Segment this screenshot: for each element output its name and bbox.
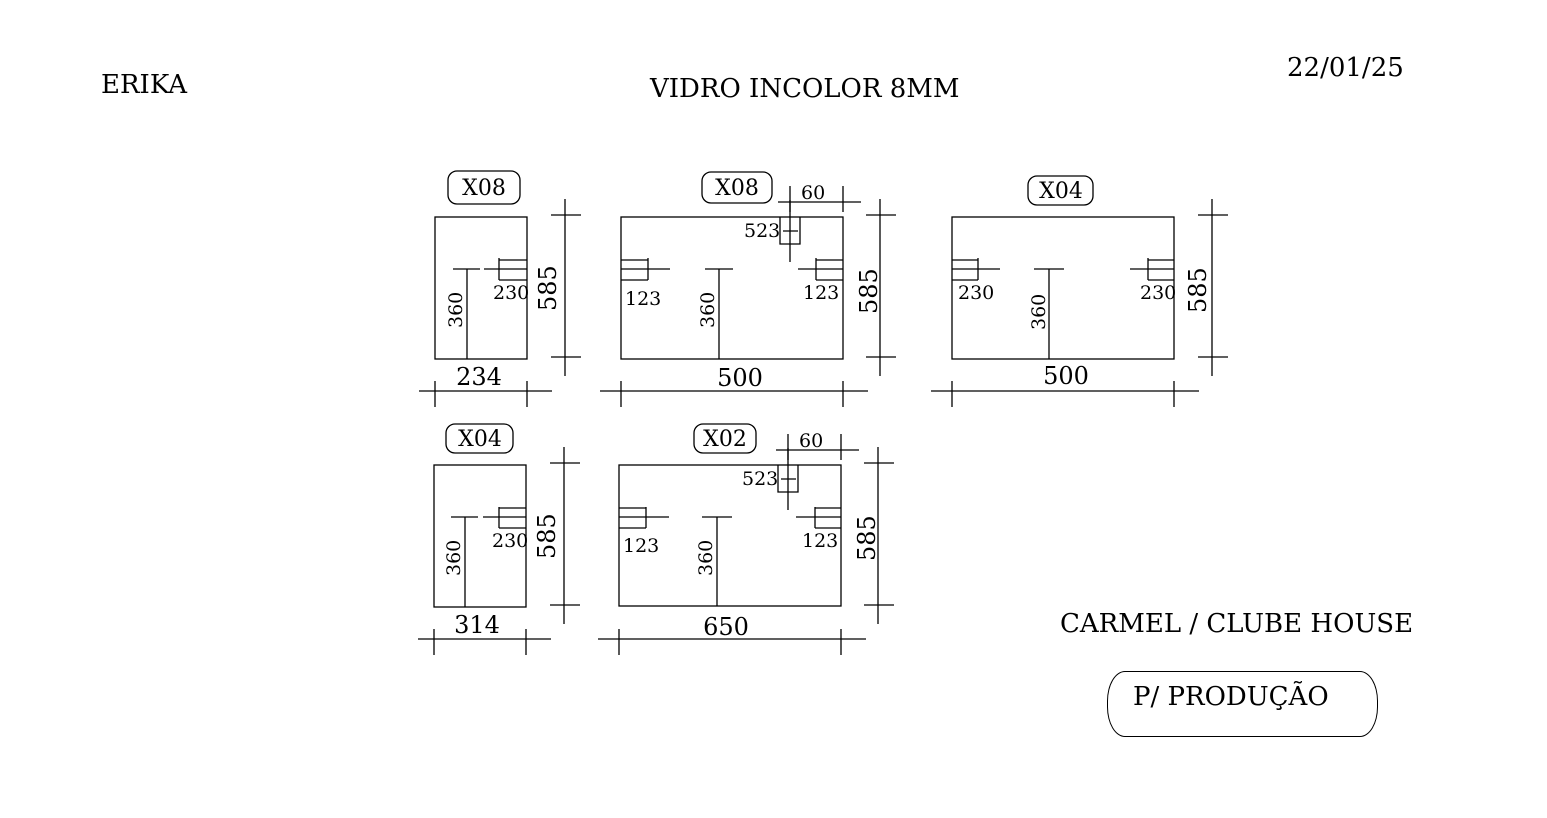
width-dimension-line	[600, 381, 868, 407]
hole-distance-left-label: 230	[958, 282, 994, 304]
hole-marker-right	[484, 258, 527, 281]
glass-piece-2: X08 360 123 123 523 60 585 500	[600, 171, 896, 407]
glass-outline	[433, 464, 527, 608]
hole-distance-right-label: 123	[803, 282, 839, 304]
hole-height-label: 360	[695, 540, 717, 576]
quantity-label: X02	[703, 427, 747, 452]
hole-distance-right-label: 230	[1140, 282, 1176, 304]
material-title: VIDRO INCOLOR 8MM	[650, 74, 960, 104]
quantity-label: X04	[458, 427, 502, 452]
hole-height-marker	[705, 268, 733, 359]
hole-height-marker	[451, 516, 478, 607]
hole-marker-left	[619, 507, 669, 529]
top-notch-height-label: 523	[744, 220, 780, 242]
project-name: CARMEL / CLUBE HOUSE	[1060, 609, 1414, 639]
width-dimension-line	[419, 381, 552, 407]
width-label: 500	[1043, 362, 1089, 390]
top-notch-height-label: 523	[742, 468, 778, 490]
hole-height-marker	[702, 516, 732, 606]
glass-outline	[434, 216, 528, 360]
top-notch-offset-label: 60	[801, 182, 825, 204]
hole-marker-left	[952, 258, 1000, 281]
hole-marker-right	[1130, 258, 1174, 281]
client-name: ERIKA	[101, 70, 187, 100]
height-label: 585	[1184, 267, 1212, 313]
status-stamp: P/ PRODUÇÃO	[1107, 671, 1378, 737]
width-dimension-line	[931, 381, 1199, 407]
hole-marker-right	[483, 507, 526, 529]
height-dimension-line	[551, 199, 581, 376]
hole-marker-right	[796, 507, 841, 529]
glass-outline	[951, 216, 1175, 360]
top-notch-offset-line	[778, 186, 861, 212]
width-dimension-line	[418, 629, 551, 655]
date-label: 22/01/25	[1287, 53, 1404, 83]
width-label: 234	[456, 363, 502, 391]
top-notch-offset-label: 60	[799, 430, 823, 452]
height-label: 585	[534, 265, 562, 311]
hole-height-label: 360	[1028, 294, 1050, 330]
width-label: 500	[717, 364, 763, 392]
hole-height-label: 360	[443, 540, 465, 576]
glass-piece-4: X04 360 230 585 314	[418, 423, 580, 655]
height-dimension-line	[864, 447, 894, 624]
hole-height-marker	[1034, 268, 1064, 359]
width-label: 314	[454, 611, 500, 639]
hole-distance-right-label: 230	[493, 282, 529, 304]
hole-marker-right	[798, 258, 843, 281]
status-label: P/ PRODUÇÃO	[1133, 682, 1329, 712]
glass-piece-5: X02 360 123 123 523 60 585 650	[598, 423, 894, 655]
quantity-label: X08	[715, 176, 759, 201]
height-label: 585	[533, 513, 561, 559]
hole-height-label: 360	[697, 292, 719, 328]
glass-outline	[620, 216, 844, 360]
height-label: 585	[853, 515, 881, 561]
hole-distance-right-label: 123	[802, 530, 838, 552]
width-dimension-line	[598, 629, 866, 655]
hole-distance-left-label: 123	[625, 288, 661, 310]
quantity-badge	[445, 423, 514, 454]
hole-distance-left-label: 123	[623, 535, 659, 557]
quantity-label: X08	[462, 176, 506, 201]
width-label: 650	[703, 613, 749, 641]
height-dimension-line	[866, 199, 896, 376]
glass-piece-3: X04 360 230 230 585 500	[931, 175, 1228, 407]
quantity-badge	[693, 423, 757, 454]
height-dimension-line	[550, 447, 580, 624]
quantity-label: X04	[1039, 179, 1083, 204]
top-notch-offset-line	[776, 434, 859, 460]
glass-outline	[618, 464, 842, 607]
hole-distance-right-label: 230	[492, 530, 528, 552]
height-dimension-line	[1198, 199, 1228, 376]
hole-height-label: 360	[445, 292, 467, 328]
hole-height-marker	[453, 268, 480, 359]
glass-piece-1: X08 360 230 585 234	[419, 170, 581, 407]
hole-marker-left	[621, 258, 670, 281]
quantity-badge	[1027, 175, 1094, 206]
quantity-badge	[701, 171, 773, 204]
height-label: 585	[855, 268, 883, 314]
quantity-badge	[447, 170, 521, 205]
